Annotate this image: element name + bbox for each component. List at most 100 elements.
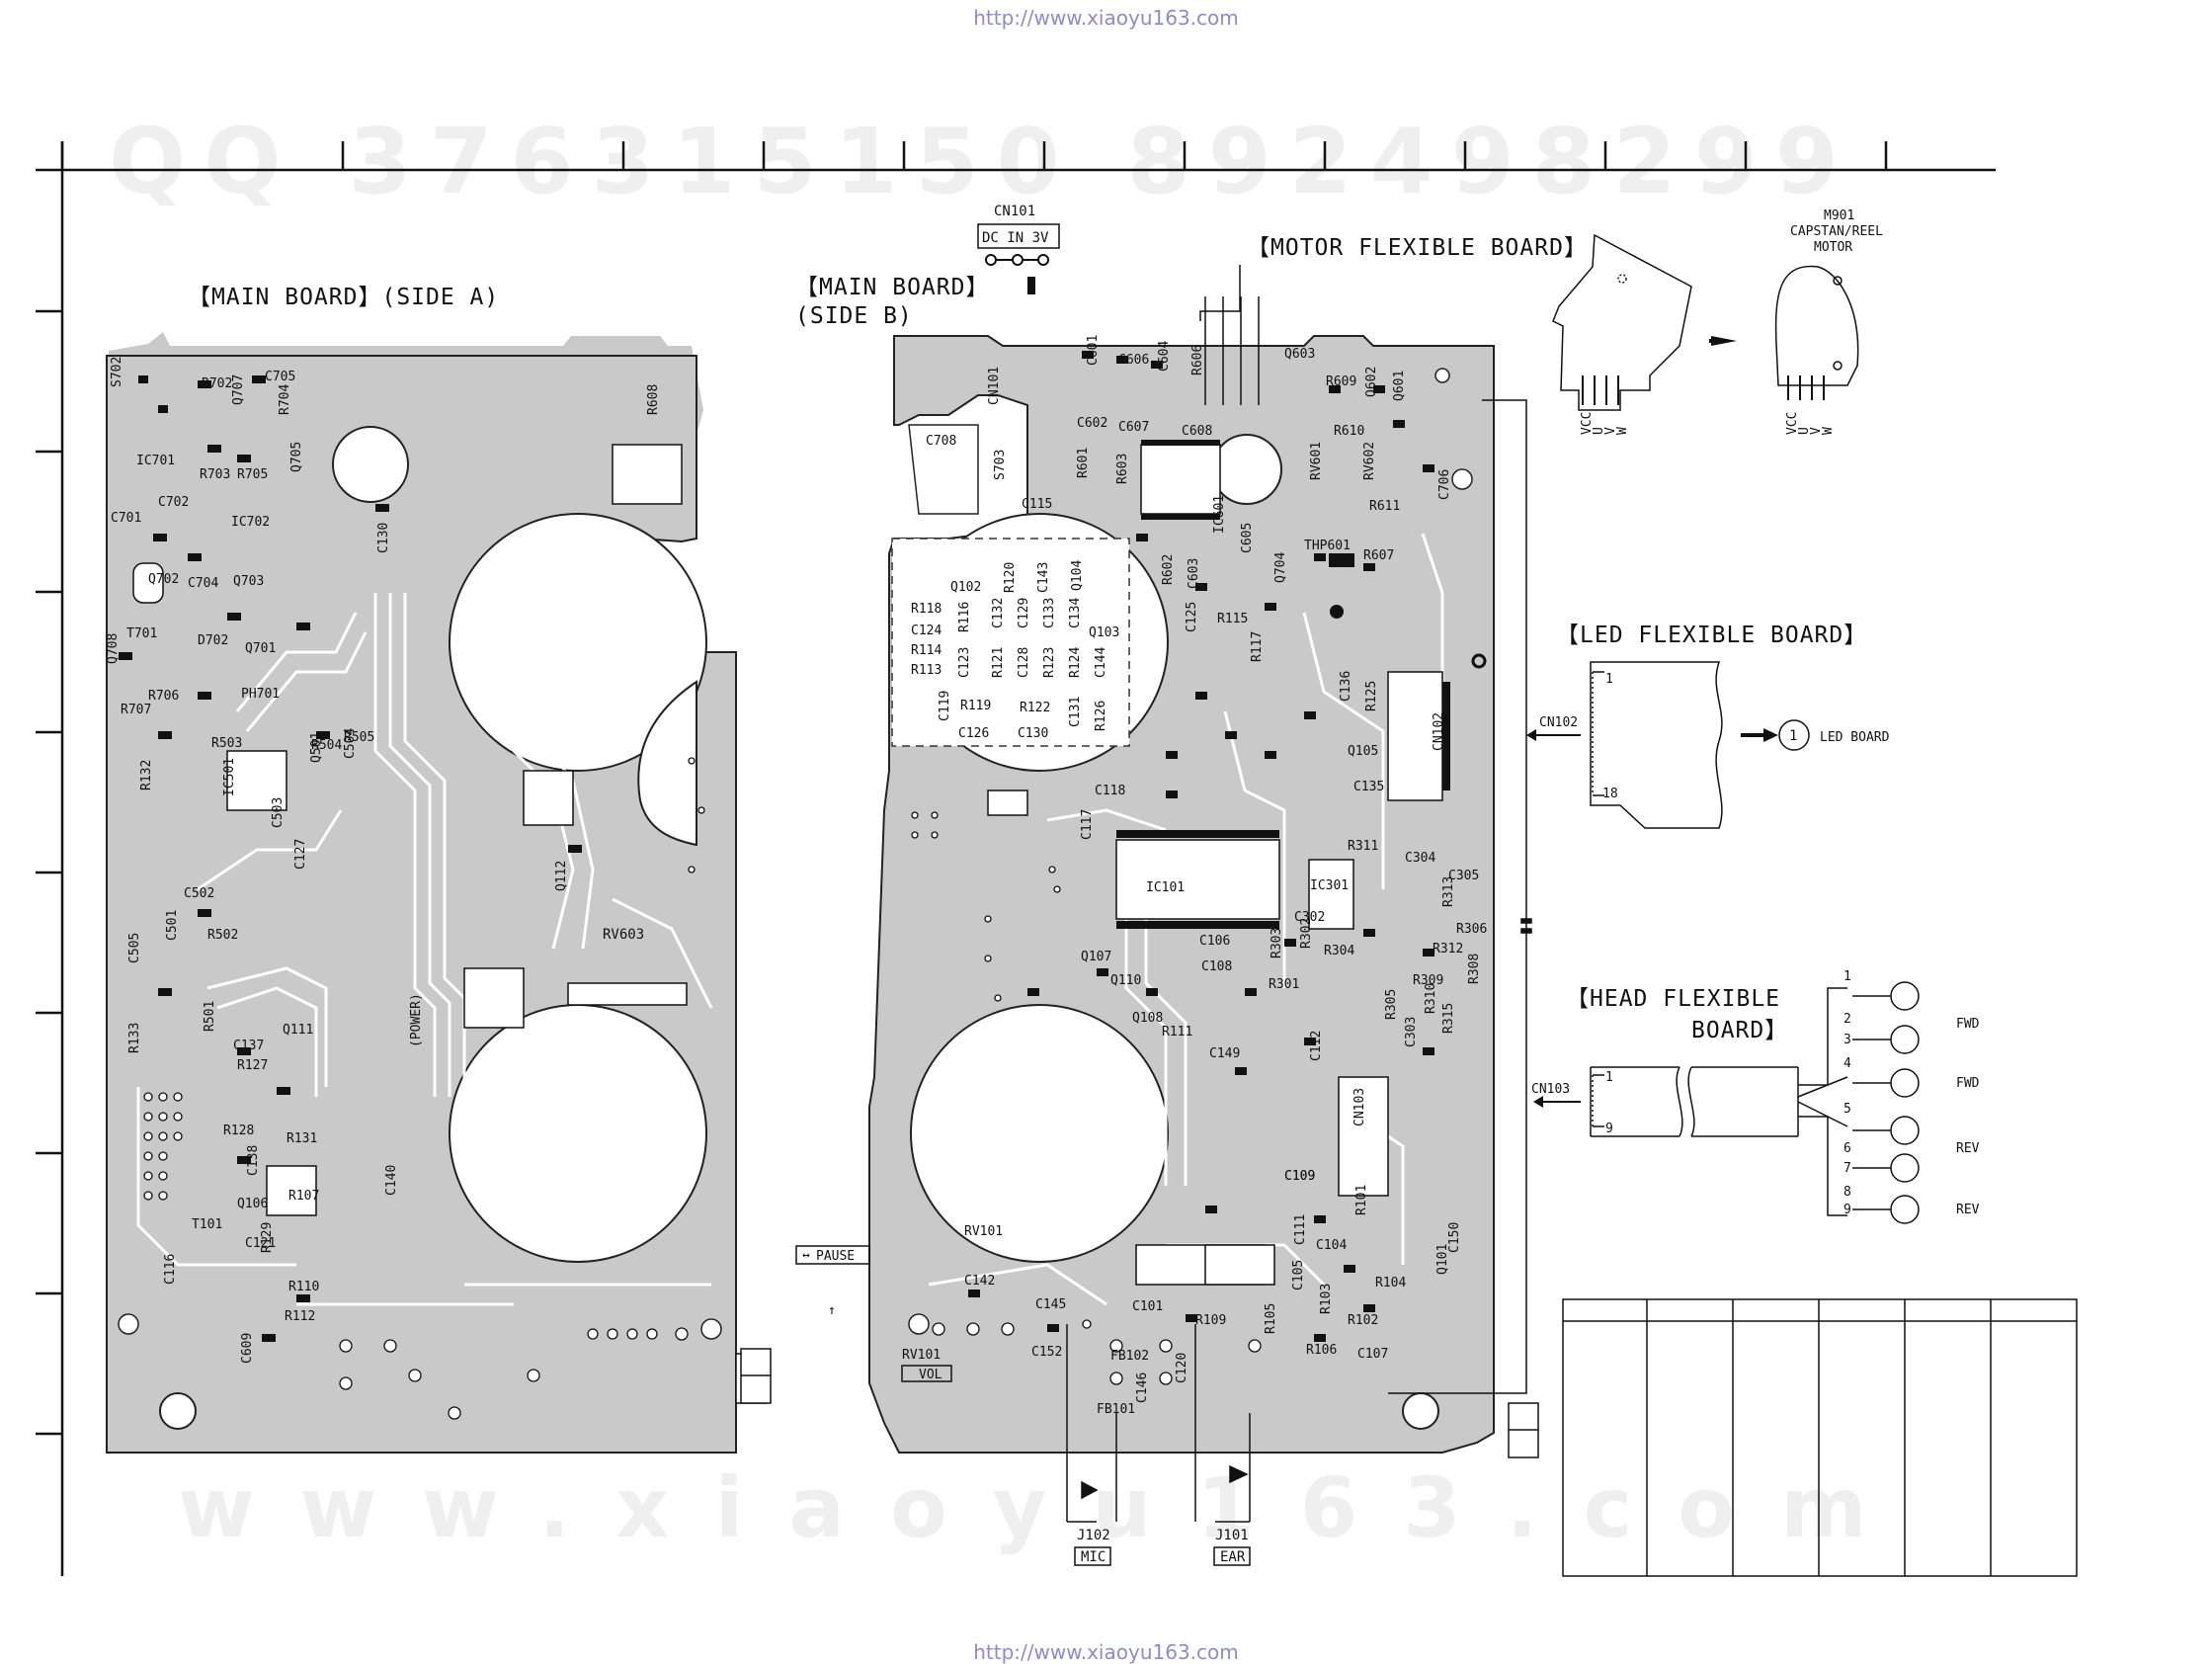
ref-c125: C125	[1185, 602, 1199, 632]
ref-r121: R121	[991, 647, 1006, 678]
ref-c126: C126	[958, 726, 989, 741]
motor-line2: MOTOR	[1814, 240, 1852, 255]
ref-q106: Q106	[237, 1197, 268, 1211]
motor-flex-title: 【MOTOR FLEXIBLE BOARD】	[1247, 235, 1588, 261]
head-coil-4	[1890, 1116, 1920, 1145]
head-group-1: FWD	[1956, 1017, 1980, 1032]
ref-r702: R702	[202, 376, 232, 391]
ref-r315: R315	[1441, 1003, 1456, 1034]
head-pin-5: 5	[1843, 1102, 1851, 1117]
head-pin-8: 8	[1843, 1185, 1851, 1200]
ref-c137: C137	[233, 1039, 264, 1053]
ref-c504: C504	[343, 728, 358, 759]
head-group-3: REV	[1956, 1141, 1980, 1156]
ref-r504: R504	[311, 738, 342, 753]
ref-c701: C701	[111, 511, 141, 526]
ref-c128: C128	[1017, 647, 1031, 678]
ref-r610: R610	[1334, 424, 1364, 439]
ref-c123: C123	[957, 647, 972, 678]
ref-r105: R105	[1264, 1303, 1278, 1334]
ref-r131: R131	[287, 1131, 317, 1146]
empty-table	[1562, 1298, 2078, 1577]
rv603-label: RV603	[603, 927, 644, 943]
motor-flex-pin-vcc: VCC	[1580, 412, 1595, 435]
head-coil-1	[1890, 981, 1920, 1011]
ref-c607: C607	[1118, 420, 1149, 435]
ref-q103: Q103	[1089, 625, 1119, 640]
ref-cn101: CN101	[987, 367, 1002, 405]
rv101-text: RV101	[902, 1348, 941, 1363]
source-url-top[interactable]: http://www.xiaoyu163.com	[973, 6, 1239, 30]
ref-r704: R704	[278, 384, 292, 415]
ref-r106: R106	[1306, 1343, 1337, 1358]
pause-switch-label: PAUSE ↔ ↑	[795, 1245, 870, 1318]
ref-ic701: IC701	[136, 454, 175, 468]
head-pin-4: 4	[1843, 1056, 1851, 1071]
ref-thp601: THP601	[1304, 539, 1351, 553]
ref-r127: R127	[237, 1058, 268, 1073]
head-pin-2: 2	[1843, 1012, 1851, 1027]
ref-c142: C142	[964, 1274, 995, 1289]
ref-r502: R502	[207, 928, 238, 943]
ref-q702: Q702	[148, 572, 179, 587]
head-pin-9: 9	[1843, 1203, 1851, 1217]
ref-r306: R306	[1456, 922, 1487, 937]
ref-c134: C134	[1068, 598, 1083, 628]
ref-c146: C146	[1135, 1373, 1150, 1403]
motor-flex-pin-v: V	[1603, 427, 1618, 435]
vol-label: RV101 VOL	[901, 1348, 952, 1382]
ref-c101: C101	[1132, 1299, 1163, 1314]
motor-flex-pin-u: U	[1592, 427, 1606, 435]
ref-ic601: IC601	[1212, 495, 1227, 534]
ref-r302: R302	[1299, 918, 1314, 949]
ref-r120: R120	[1003, 562, 1018, 593]
led-pin-first: 1	[1605, 672, 1613, 687]
ref-r117: R117	[1250, 631, 1265, 662]
watermark-top: QQ 376315150 892498299	[109, 109, 1856, 214]
head-pin-7: 7	[1843, 1161, 1851, 1176]
ref-c107: C107	[1357, 1347, 1388, 1362]
jacks	[1066, 1324, 1251, 1523]
watermark-bottom: www.xiaoyu163.com	[178, 1459, 1913, 1556]
source-url-bottom[interactable]: http://www.xiaoyu163.com	[973, 1640, 1239, 1664]
ref-q107: Q107	[1081, 950, 1111, 964]
ref-c702: C702	[158, 495, 189, 510]
ref-ic501: IC501	[222, 758, 237, 796]
ref-q110: Q110	[1110, 973, 1141, 988]
ref-r606: R606	[1190, 345, 1205, 375]
ref-r311: R311	[1348, 839, 1378, 854]
head-pin-last: 9	[1605, 1122, 1613, 1136]
ref-q708: Q708	[106, 633, 121, 664]
ref-q703: Q703	[233, 574, 264, 589]
vol-text: VOL	[919, 1368, 942, 1382]
ref-c109: C109	[1284, 1169, 1315, 1184]
ref-r304: R304	[1324, 944, 1354, 958]
ref-c129: C129	[1017, 598, 1031, 628]
ref-c133: C133	[1042, 598, 1057, 628]
ref-c704: C704	[188, 576, 218, 591]
ref-c116: C116	[163, 1254, 178, 1285]
ref-r112: R112	[285, 1309, 315, 1324]
ref-c605: C605	[1240, 523, 1255, 553]
motor-ref: M901	[1824, 208, 1854, 223]
ref-r115: R115	[1217, 612, 1248, 626]
ref-r102: R102	[1348, 1313, 1378, 1328]
ref-r313: R313	[1441, 876, 1456, 907]
mic-label: MIC	[1081, 1549, 1106, 1565]
ref-r707: R707	[121, 703, 151, 717]
head-flex-board	[1590, 981, 1920, 1224]
svg-text:↑: ↑	[828, 1303, 836, 1318]
led-flex-board	[1590, 661, 1810, 829]
ref-c149: C149	[1209, 1046, 1240, 1061]
ref-c120: C120	[1175, 1353, 1189, 1383]
ref-q108: Q108	[1132, 1011, 1163, 1026]
head-flex-title-line1: 【HEAD FLEXIBLE	[1566, 986, 1780, 1012]
ref-c144: C144	[1094, 647, 1108, 678]
ref-r129: R129	[260, 1222, 275, 1253]
head-flex-title-line2: BOARD】	[1691, 1018, 1788, 1043]
ref-rv602: RV602	[1362, 442, 1377, 480]
ref-s702: S702	[110, 357, 124, 387]
